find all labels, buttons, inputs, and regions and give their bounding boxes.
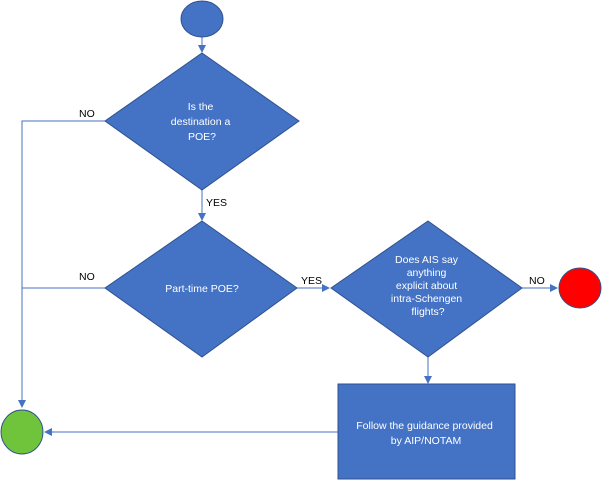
process-text: Follow the guidance provided by AIP/NOTA… — [356, 420, 496, 447]
start-node — [180, 0, 224, 38]
decision-ais-explicit: Does AIS say anything explicit about int… — [330, 220, 523, 358]
connectors — [18, 37, 558, 436]
connector-q1-no — [18, 120, 105, 408]
decision-diamond — [330, 220, 523, 358]
decision-part-time-poe: Part-time POE? — [104, 220, 298, 358]
decision-text: Part-time POE? — [165, 283, 239, 295]
decision-destination-poe: Is the destination a POE? — [104, 52, 300, 191]
process-box — [337, 383, 516, 480]
process-follow-guidance: Follow the guidance provided by AIP/NOTA… — [337, 383, 516, 480]
decision-text: Does AIS say anything explicit about int… — [391, 254, 465, 318]
decision-diamond — [104, 220, 298, 358]
decision-diamond — [104, 52, 300, 191]
edge-label-q2-no: NO — [79, 271, 95, 283]
edge-label-q1-yes: YES — [206, 197, 227, 209]
edge-label-q2-yes: YES — [301, 275, 322, 287]
end-node-red — [558, 267, 602, 309]
decision-text: Is the destination a POE? — [171, 101, 233, 143]
edge-label-q1-no: NO — [79, 108, 95, 120]
end-node-green — [0, 409, 44, 455]
edge-label-q3-no: NO — [529, 275, 545, 287]
